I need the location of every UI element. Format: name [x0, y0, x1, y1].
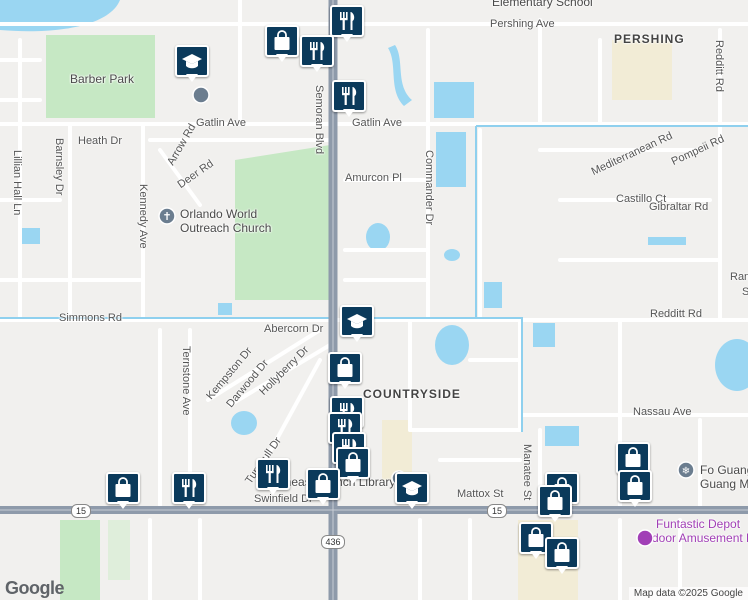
pond — [648, 237, 686, 245]
pond — [435, 325, 469, 365]
pond — [444, 249, 460, 261]
road-label-kennedy-ave: Kennedy Ave — [137, 184, 149, 249]
area-label-countryside: COUNTRYSIDE — [363, 387, 461, 401]
road-label-castillo-ct: Castillo Ct — [616, 193, 667, 205]
road-label-lillian-hall-ln: Lillian Hall Ln — [11, 150, 23, 216]
poi-label-elementary-school[interactable]: Elementary School — [492, 0, 593, 9]
pond — [434, 82, 474, 118]
road-label-abercorn-dr: Abercorn Dr — [264, 323, 324, 335]
area-label-pershing: PERSHING — [614, 32, 685, 46]
poi-label-church-line1[interactable]: Orlando World — [180, 207, 258, 221]
road-label-simmons-rd: Simmons Rd — [59, 312, 122, 324]
canal — [388, 45, 412, 106]
road-label-pershing-ave: Pershing Ave — [490, 18, 555, 30]
road-label-mattox-st: Mattox St — [457, 488, 504, 500]
school-pin[interactable] — [340, 305, 374, 343]
road-label-redditt-rd-east: Redditt Rd — [650, 308, 702, 320]
pond — [366, 223, 390, 251]
pond — [436, 132, 466, 187]
poi-label-barber-park[interactable]: Barber Park — [70, 72, 135, 86]
pond — [484, 282, 502, 308]
road-label-nassau-ave: Nassau Ave — [633, 406, 692, 418]
restaurant-pin[interactable] — [330, 5, 364, 43]
road-label-ternstone-ave: Ternstone Ave — [180, 346, 192, 416]
road-label-manatee-st: Manatee St — [521, 444, 533, 501]
shopping-pin[interactable] — [336, 447, 370, 485]
poi-label-funtastic-line1[interactable]: Funtastic Depot — [656, 517, 741, 531]
restaurant-pin[interactable] — [256, 458, 290, 496]
road-label-barnsley-dr: Barnsley Dr — [53, 138, 65, 196]
lake-top-left — [0, 0, 120, 32]
green-area — [60, 520, 100, 600]
highway-shield-sr15: 15 — [71, 504, 91, 518]
pond — [545, 426, 579, 446]
shopping-pin[interactable] — [618, 470, 652, 508]
highway-shield-sr15-east: 15 — [487, 504, 507, 518]
poi-label-fo-guang-line1[interactable]: Fo Guang — [700, 463, 748, 477]
shopping-pin[interactable] — [545, 537, 579, 575]
pond — [231, 411, 257, 435]
road-label-commander-dr: Commander Dr — [423, 150, 435, 226]
shopping-pin[interactable] — [106, 472, 140, 510]
road-label-amurcon-pl: Amurcon Pl — [345, 172, 402, 184]
road-label-gatlin-ave: Gatlin Ave — [196, 117, 246, 129]
school-pin[interactable] — [395, 472, 429, 510]
pond — [715, 339, 748, 391]
school-grounds — [612, 40, 672, 100]
shopping-pin[interactable] — [328, 352, 362, 390]
road-label-semoran-blvd: Semoran Blvd — [313, 85, 325, 155]
restaurant-pin[interactable] — [172, 472, 206, 510]
school-pin[interactable] — [175, 45, 209, 83]
barber-park-area — [46, 35, 155, 118]
green-area — [235, 145, 330, 300]
road-label-swinfield: Swinfield Dr — [254, 493, 313, 505]
road-label-gatlin-ave-east: Gatlin Ave — [352, 117, 402, 129]
map-attribution[interactable]: Map data ©2025 Google — [628, 587, 748, 600]
poi-label-church-line2[interactable]: Outreach Church — [180, 221, 272, 235]
google-logo: Google — [5, 578, 65, 598]
green-area — [108, 520, 130, 580]
road-label-heath-dr: Heath Dr — [78, 135, 123, 147]
road-label-gibraltar-rd: Gibraltar Rd — [649, 201, 709, 213]
restaurant-pin[interactable] — [300, 35, 334, 73]
poi-label-funtastic-line2[interactable]: Indoor Amusement Pa — [642, 531, 748, 545]
shopping-pin[interactable] — [306, 468, 340, 506]
pond — [22, 228, 40, 244]
road-label-redditt-rd: Redditt Rd — [713, 40, 725, 92]
poi-label-fo-guang-line2[interactable]: Guang M — [700, 477, 748, 491]
road-label-s-fragment: S — [742, 286, 748, 298]
pond — [218, 303, 232, 315]
highway-shield-sr436: 436 — [321, 535, 345, 549]
road-label-ran: Ran — [730, 271, 748, 283]
shopping-pin[interactable] — [265, 25, 299, 63]
pond — [533, 323, 555, 347]
shopping-pin[interactable] — [538, 485, 572, 523]
restaurant-pin[interactable] — [332, 80, 366, 118]
school-grounds — [382, 420, 412, 480]
